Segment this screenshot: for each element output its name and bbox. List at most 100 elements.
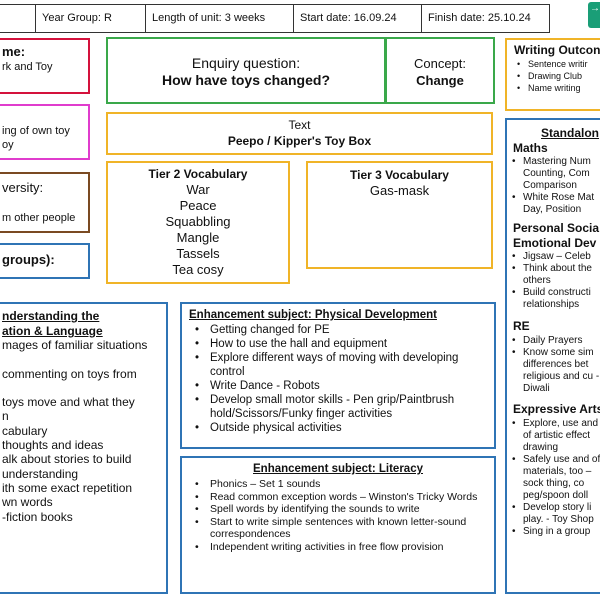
physical-item: Outside physical activities (194, 421, 494, 435)
expressive-arts-list: Explore, use and of artistic effect draw… (511, 418, 600, 538)
literacy-title: Enhancement subject: Literacy (253, 463, 423, 475)
diversity-line: m other people (2, 212, 76, 224)
maths-item: Mastering Num Counting, Com Comparison (511, 156, 600, 192)
tier3-vocabulary-box: Tier 3 Vocabulary Gas-mask (306, 161, 493, 269)
understanding-line: understanding (2, 466, 79, 481)
text-box: Text Peepo / Kipper's Toy Box (106, 112, 493, 155)
tier2-word: Mangle (176, 230, 220, 245)
expressive-arts-item: Develop story li play. - Toy Shop (511, 502, 600, 526)
tier2-title: Tier 2 Vocabulary (148, 167, 248, 181)
understanding-line: ith some exact repetition (2, 480, 133, 495)
tier3-word: Gas-mask (369, 183, 430, 198)
tier2-word: Tassels (176, 246, 220, 261)
physical-item: Develop small motor skills - Pen grip/Pa… (194, 393, 494, 421)
psed-list: Jigsaw – Celeb Think about the others Bu… (511, 251, 600, 311)
understanding-title-2: ation & Language (2, 324, 103, 338)
text-value: Peepo / Kipper's Toy Box (227, 134, 372, 148)
writing-outcomes-list: Sentence writir Drawing Club Name writin… (516, 58, 588, 94)
psed-item: Jigsaw – Celeb (511, 251, 600, 263)
concept-label: Concept: (413, 56, 467, 71)
tier2-word-list: War Peace Squabbling Mangle Tassels Tea … (108, 182, 288, 278)
psed-item: Build constructi relationships (511, 287, 600, 311)
maths-list: Mastering Num Counting, Com Comparison W… (511, 156, 600, 216)
pink-line-1: ing of own toy (2, 125, 70, 137)
diversity-heading: versity: (2, 180, 44, 195)
understanding-title-1: nderstanding the (2, 309, 100, 323)
literacy-item: Phonics – Set 1 sounds (194, 478, 492, 491)
expressive-arts-item: Safely use and of materials, too – sock … (511, 454, 600, 502)
standalone-title: Standalon (541, 126, 600, 140)
finish-date-cell: Finish date: 25.10.24 (428, 12, 531, 24)
theme-box: me: rk and Toy (0, 38, 90, 94)
physical-item: Explore different ways of moving with de… (194, 351, 494, 379)
maths-item: White Rose Mat Day, Position (511, 192, 600, 216)
writing-outcomes-box: Writing Outcon Sentence writir Drawing C… (505, 38, 600, 111)
understanding-line: -fiction books (2, 509, 73, 524)
tier2-word: Tea cosy (172, 262, 224, 277)
tier2-word: Peace (179, 198, 217, 213)
writing-outcomes-title: Writing Outcon (514, 43, 600, 57)
theme-heading: me: (2, 44, 26, 59)
tier3-title: Tier 3 Vocabulary (350, 168, 449, 182)
expressive-arts-heading: Expressive Arts (513, 402, 600, 416)
literacy-item: Read common exception words – Winston's … (194, 491, 492, 504)
pink-box: ing of own toy oy (0, 104, 90, 160)
understanding-list: mages of familiar situations commenting … (2, 338, 147, 524)
expressive-arts-item: Sing in a group (511, 526, 600, 538)
understanding-line: commenting on toys from (2, 366, 137, 381)
app-corner-icon[interactable]: → (588, 2, 600, 28)
diversity-box: versity: m other people (0, 172, 90, 233)
physical-list: Getting changed for PE How to use the ha… (194, 323, 494, 435)
re-item: Daily Prayers (511, 335, 600, 347)
standalone-subjects-box: Standalon Maths Mastering Num Counting, … (505, 118, 600, 594)
physical-development-box: Enhancement subject: Physical Developmen… (180, 302, 496, 449)
physical-item: Getting changed for PE (194, 323, 494, 337)
understanding-line: n (2, 409, 9, 424)
year-group-cell: Year Group: R (35, 5, 146, 32)
physical-title: Enhancement subject: Physical Developmen… (189, 309, 437, 321)
tier2-word: War (186, 182, 210, 197)
literacy-list: Phonics – Set 1 sounds Read common excep… (194, 478, 492, 554)
maths-heading: Maths (513, 141, 548, 155)
understanding-line: toys move and what they (2, 395, 135, 410)
physical-item: How to use the hall and equipment (194, 337, 494, 351)
re-heading: RE (513, 319, 530, 333)
header-bar: Year Group: R Length of unit: 3 weeks St… (0, 4, 550, 33)
length-of-unit-cell: Length of unit: 3 weeks (146, 5, 294, 32)
understanding-line: wn words (2, 495, 53, 510)
literacy-item: Spell words by identifying the sounds to… (194, 503, 492, 516)
tier2-word: Squabbling (165, 214, 231, 229)
psed-heading-1: Personal Socia (513, 221, 600, 235)
concept-value: Change (416, 73, 464, 88)
understanding-line: cabulary (2, 423, 48, 438)
psed-item: Think about the others (511, 263, 600, 287)
writing-outcome-item: Name writing (516, 82, 588, 94)
enquiry-question-box: Enquiry question: How have toys changed? (106, 37, 386, 104)
text-label: Text (288, 118, 311, 132)
writing-outcome-item: Sentence writir (516, 58, 588, 70)
concept-box: Concept: Change (385, 37, 495, 104)
understanding-line: mages of familiar situations (2, 338, 148, 352)
writing-outcome-item: Drawing Club (516, 70, 588, 82)
pink-line-2: oy (2, 139, 14, 151)
understanding-box: nderstanding the ation & Language mages … (0, 302, 168, 594)
groups-heading: groups): (2, 252, 55, 267)
understanding-line (2, 352, 147, 366)
start-date-cell: Start date: 16.09.24 (294, 5, 422, 32)
theme-line: rk and Toy (2, 61, 53, 73)
understanding-line: alk about stories to build (2, 452, 132, 467)
enquiry-question: How have toys changed? (161, 72, 331, 88)
groups-box: groups): (0, 243, 90, 279)
understanding-line: thoughts and ideas (2, 438, 104, 453)
literacy-box: Enhancement subject: Literacy Phonics – … (180, 456, 496, 594)
literacy-item: Independent writing activities in free f… (194, 541, 492, 554)
physical-item: Write Dance - Robots (194, 379, 494, 393)
understanding-line (2, 381, 147, 395)
re-list: Daily Prayers Know some sim differences … (511, 335, 600, 395)
literacy-item: Start to write simple sentences with kno… (194, 516, 492, 541)
re-item: Know some sim differences bet religious … (511, 347, 600, 395)
expressive-arts-item: Explore, use and of artistic effect draw… (511, 418, 600, 454)
tier2-vocabulary-box: Tier 2 Vocabulary War Peace Squabbling M… (106, 161, 290, 284)
enquiry-label: Enquiry question: (191, 55, 301, 71)
psed-heading-2: Emotional Dev (513, 236, 597, 250)
